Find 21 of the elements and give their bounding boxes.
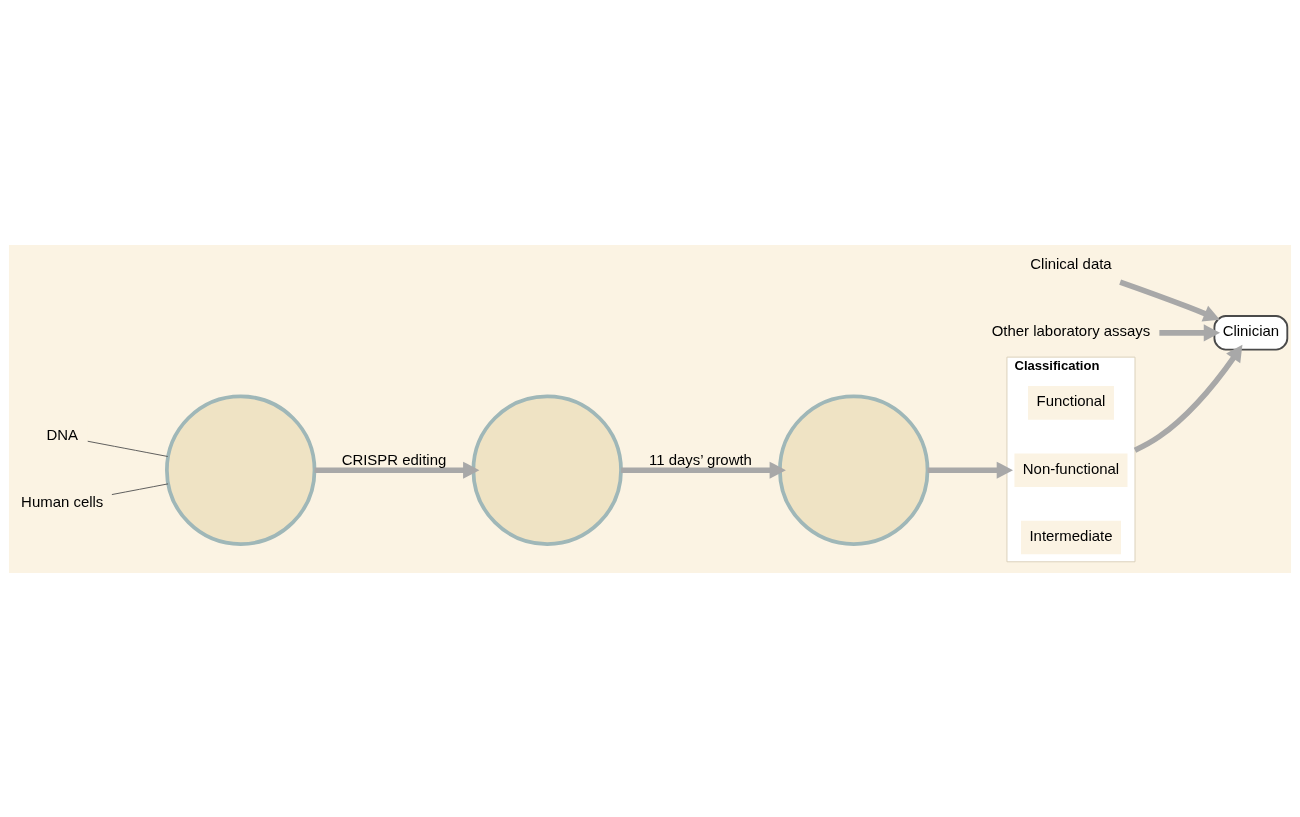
- arrow: [927, 461, 1013, 479]
- node-box: Clinician: [1213, 314, 1289, 351]
- node-circle: [165, 394, 317, 546]
- node-text: Human cells: [21, 492, 104, 510]
- edge-label: 11 days’ growth: [648, 450, 752, 468]
- node-box: Functional: [1028, 385, 1114, 420]
- node-box: Non-functional: [1014, 452, 1128, 487]
- arrow: [314, 461, 480, 479]
- node-circle: [778, 394, 930, 546]
- connector: [87, 440, 169, 457]
- node-text: Clinical data: [1030, 254, 1112, 272]
- arrow: [621, 461, 786, 479]
- connector: [111, 482, 169, 495]
- arrow: [1159, 323, 1221, 341]
- node-text: Other laboratory assays: [991, 321, 1151, 339]
- node-box: Intermediate: [1021, 520, 1121, 554]
- node-text: DNA: [46, 425, 78, 443]
- arrow: [1133, 344, 1243, 453]
- arrow: [1119, 278, 1220, 322]
- node-circle: [471, 394, 623, 546]
- edge-label: CRISPR editing: [341, 450, 447, 468]
